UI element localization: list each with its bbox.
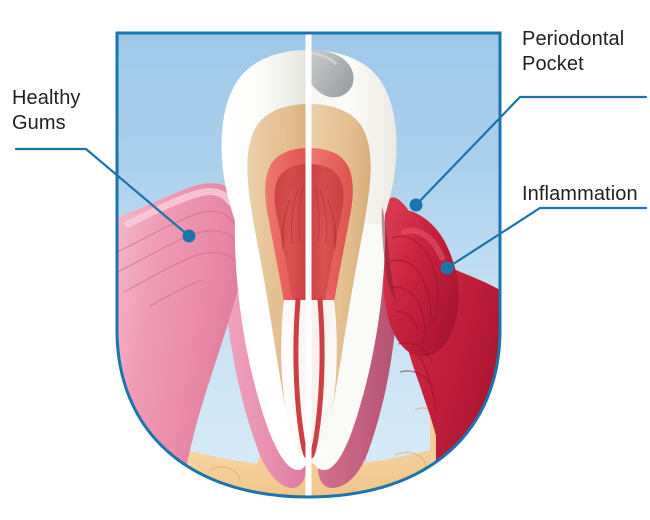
center-divider	[305, 33, 312, 497]
leader-periodontal-pocket	[414, 95, 648, 207]
label-periodontal-pocket: Periodontal Pocket	[522, 28, 625, 75]
tartar-deposit	[308, 50, 354, 98]
root-canals	[281, 297, 337, 464]
healthy-gum	[117, 183, 250, 497]
leader-dots	[182, 198, 454, 275]
label-inflammation: Inflammation	[522, 183, 638, 205]
leader-healthy-gums	[14, 147, 191, 238]
periodontal-pocket	[381, 206, 396, 300]
marker-dot-healthy-gums	[182, 229, 196, 243]
marker-dot-inflammation	[440, 261, 454, 275]
pulp-inner	[274, 164, 344, 450]
leader-lines	[14, 95, 648, 270]
frame-border	[115, 31, 502, 499]
leader-inflammation	[445, 206, 648, 270]
marker-dot-periodontal-pocket	[409, 198, 423, 212]
label-healthy-gums: Healthy Gums	[12, 87, 81, 134]
pulp-vessels	[281, 185, 337, 251]
gum-contours	[117, 210, 237, 307]
anatomy-group	[117, 33, 500, 497]
